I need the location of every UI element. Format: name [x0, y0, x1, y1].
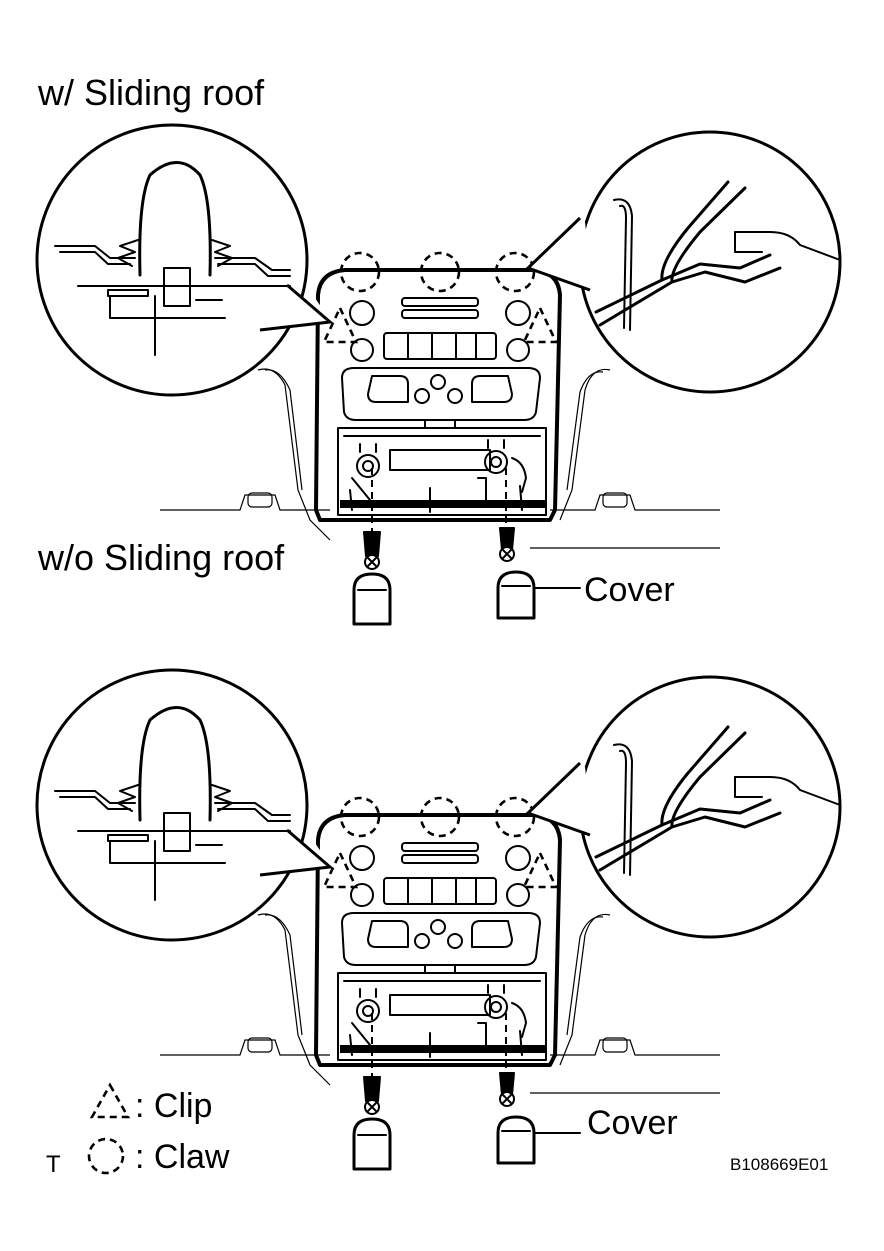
- dotted-circle-icon: [87, 1137, 125, 1175]
- without-sliding-roof-label: w/o Sliding roof: [37, 537, 285, 578]
- figure-code: B108669E01: [730, 1155, 828, 1174]
- with-sliding-roof-label: w/ Sliding roof: [37, 72, 265, 113]
- dotted-triangle-icon: [89, 1082, 131, 1119]
- cover-label-bottom: Cover: [587, 1104, 678, 1142]
- cover-label-top: Cover: [584, 571, 675, 609]
- legend-claw-label: : Claw: [135, 1138, 230, 1176]
- legend-marker: T: [46, 1151, 61, 1178]
- legend-clip-label: : Clip: [135, 1087, 212, 1125]
